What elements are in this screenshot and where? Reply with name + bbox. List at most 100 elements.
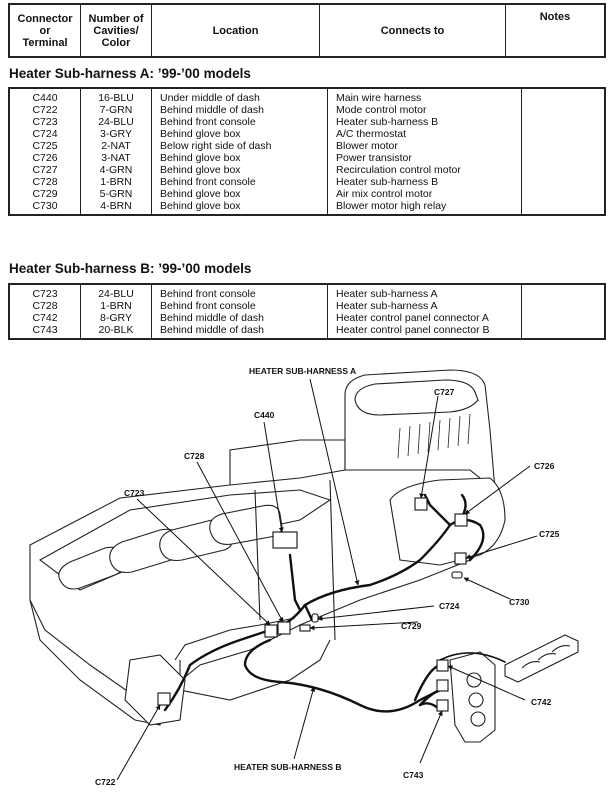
label-c726: C726 (534, 461, 555, 471)
notes-cell (521, 104, 606, 116)
connector-c722-box (157, 692, 171, 706)
notes-cell (521, 88, 606, 104)
cavities-color-cell: 4-BRN (80, 200, 152, 215)
connector-cell: C722 (8, 104, 81, 116)
connects-to-cell: Blower motor high relay (327, 200, 522, 215)
cavities-color-cell: 4-GRN (80, 164, 152, 176)
cavities-color-cell: 5-GRN (80, 188, 152, 200)
notes-cell (521, 128, 606, 140)
header-cavities-line2: Cavities/ (93, 24, 139, 37)
header-connector-line3: Terminal (22, 36, 68, 49)
connector-c742b-box (436, 679, 449, 692)
label-c728: C728 (184, 451, 205, 461)
notes-cell (521, 152, 606, 164)
connector-c742-box (436, 659, 449, 672)
connects-to-cell: Heater sub-harness A (327, 284, 522, 300)
notes-cell (521, 200, 606, 215)
label-heater-sub-harness-a: HEATER SUB-HARNESS A (249, 366, 356, 376)
cavities-color-cell: 3-NAT (80, 152, 152, 164)
label-c440: C440 (254, 410, 275, 420)
location-cell: Behind front console (151, 116, 328, 128)
notes-cell (521, 176, 606, 188)
connector-cell: C723 (8, 116, 81, 128)
connector-cell: C724 (8, 128, 81, 140)
leader-c730 (463, 577, 511, 600)
label-c722: C722 (95, 777, 116, 787)
leader-c743 (419, 710, 443, 764)
header-notes: Notes (505, 4, 606, 57)
header-location: Location (151, 4, 320, 57)
cavities-color-cell: 7-GRN (80, 104, 152, 116)
label-c727: C727 (434, 387, 455, 397)
connector-cell: C725 (8, 140, 81, 152)
header-cavities-line3: Color (101, 36, 131, 49)
leader-c722 (116, 704, 161, 781)
connector-c440-box (272, 531, 298, 549)
leader-c724 (317, 605, 435, 621)
connector-boxes (157, 497, 468, 712)
cavities-color-cell: 2-NAT (80, 140, 152, 152)
notes-cell (521, 312, 606, 324)
connector-cell: C730 (8, 200, 81, 215)
location-cell: Behind glove box (151, 164, 328, 176)
location-cell: Behind front console (151, 300, 328, 312)
connector-cell: C440 (8, 88, 81, 104)
leader-c725 (465, 535, 538, 560)
header-cavities: Number of Cavities/ Color (80, 4, 152, 57)
cavities-color-cell: 20-BLK (80, 324, 152, 339)
connector-c727-box (414, 497, 428, 511)
connector-c729-box (299, 624, 311, 632)
notes-cell (521, 324, 606, 339)
connector-cell: C743 (8, 324, 81, 339)
connector-c728-box (277, 621, 291, 635)
location-cell: Behind middle of dash (151, 104, 328, 116)
cavities-color-cell: 1-BRN (80, 176, 152, 188)
heater-unit-outline (29, 369, 506, 726)
connects-to-cell: Blower motor (327, 140, 522, 152)
connects-to-cell: Air mix control motor (327, 188, 522, 200)
notes-cell (521, 140, 606, 152)
connector-c726-box (454, 513, 468, 527)
location-cell: Behind glove box (151, 128, 328, 140)
heater-harness-diagram: HEATER SUB-HARNESS A C440 C728 C723 C727… (29, 366, 579, 787)
connector-c723-box (264, 624, 278, 638)
label-c725: C725 (539, 529, 560, 539)
cavities-color-cell: 3-GRY (80, 128, 152, 140)
notes-cell (521, 188, 606, 200)
location-cell: Below right side of dash (151, 140, 328, 152)
connects-to-cell: Heater control panel connector A (327, 312, 522, 324)
connector-cell: C723 (8, 284, 81, 300)
location-cell: Behind middle of dash (151, 312, 328, 324)
connects-to-cell: Heater control panel connector B (327, 324, 522, 339)
connector-c730-box (451, 571, 463, 579)
connector-cell: C726 (8, 152, 81, 164)
connector-cell: C728 (8, 300, 81, 312)
connector-cell: C729 (8, 188, 81, 200)
label-c743: C743 (403, 770, 424, 780)
connector-c724-box (311, 613, 319, 623)
connector-c725-box (454, 552, 467, 565)
header-connector-line2: or (39, 24, 51, 37)
leader-c440 (263, 421, 284, 533)
label-c742: C742 (531, 697, 552, 707)
leader-c742 (447, 665, 526, 701)
location-cell: Behind front console (151, 176, 328, 188)
connector-cell: C728 (8, 176, 81, 188)
label-c723: C723 (124, 488, 145, 498)
leader-c723 (136, 498, 271, 626)
notes-cell (521, 284, 606, 300)
location-cell: Behind glove box (151, 200, 328, 215)
leader-harness-a (309, 378, 360, 586)
cavities-color-cell: 24-BLU (80, 284, 152, 300)
